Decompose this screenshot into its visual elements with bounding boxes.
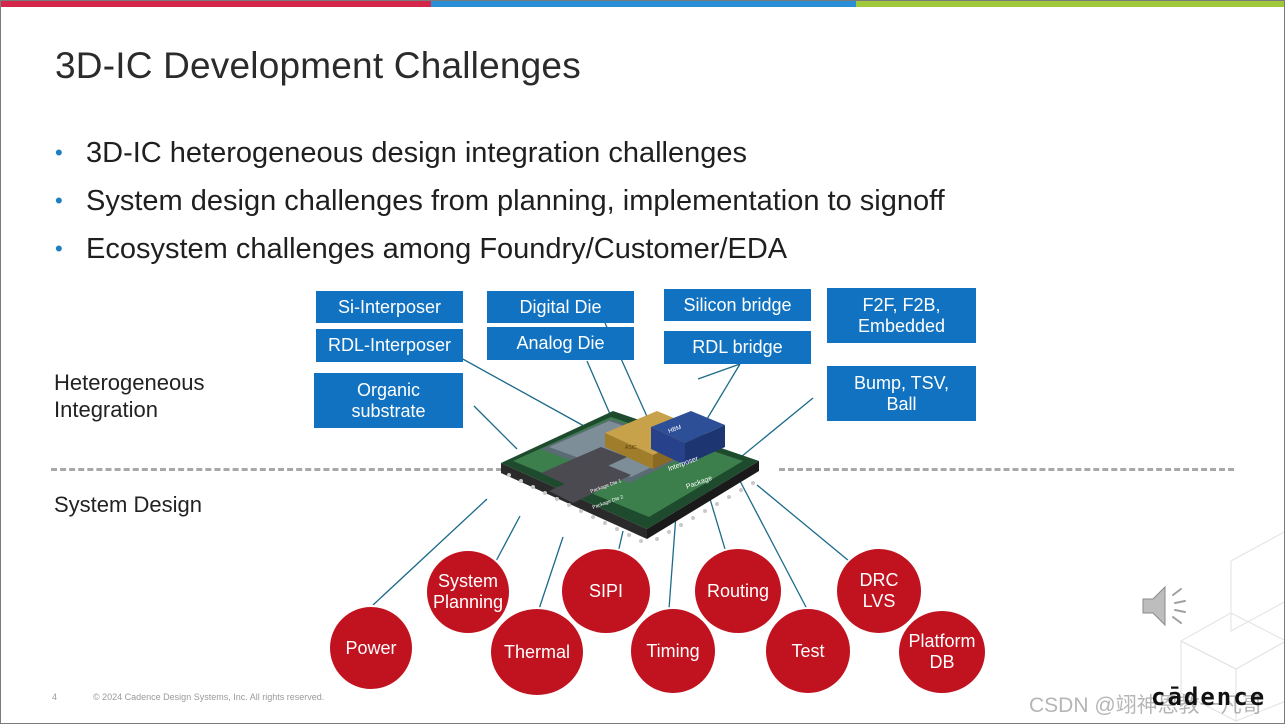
bullet-item: •3D-IC heterogeneous design integration … bbox=[55, 129, 945, 177]
chip-label-asic: ASIC bbox=[625, 445, 637, 451]
speaker-icon[interactable] bbox=[1139, 581, 1195, 631]
box-si-interposer: Si-Interposer bbox=[316, 291, 463, 323]
page-number: 4 bbox=[52, 692, 58, 702]
circle-drc-lvs: DRC LVS bbox=[835, 547, 923, 635]
box-digital-die: Digital Die bbox=[487, 291, 634, 323]
circle-thermal: Thermal bbox=[489, 607, 585, 697]
section-divider-left bbox=[51, 468, 511, 474]
background-cubes bbox=[1179, 531, 1284, 722]
cadence-logo: cādence bbox=[1151, 683, 1267, 711]
circle-sipi: SIPI bbox=[560, 547, 652, 635]
bullet-text: 3D-IC heterogeneous design integration c… bbox=[86, 137, 747, 169]
box-rdl-bridge: RDL bridge bbox=[664, 331, 811, 364]
circle-routing: Routing bbox=[693, 547, 783, 635]
circle-timing: Timing bbox=[629, 607, 717, 695]
box-bump-tsv-ball: Bump, TSV, Ball bbox=[827, 366, 976, 421]
box-silicon-bridge: Silicon bridge bbox=[664, 289, 811, 321]
copyright-text: © 2024 Cadence Design Systems, Inc. All … bbox=[93, 692, 325, 702]
section-divider-right bbox=[779, 468, 1234, 474]
circle-test: Test bbox=[764, 607, 852, 695]
heterogeneous-integration-label: Heterogeneous Integration bbox=[54, 370, 205, 422]
box-analog-die: Analog Die bbox=[487, 327, 634, 360]
bullet-list: •3D-IC heterogeneous design integration … bbox=[55, 129, 945, 273]
slide-title: 3D-IC Development Challenges bbox=[55, 45, 581, 86]
bullet-text: System design challenges from planning, … bbox=[86, 185, 945, 217]
circle-platform-db: Platform DB bbox=[897, 609, 987, 695]
circle-power: Power bbox=[328, 605, 414, 691]
watermark: CSDN @翊神恩教一凡哥 bbox=[1029, 694, 1263, 717]
box-organic-substrate: Organic substrate bbox=[314, 373, 463, 428]
system-design-label: System Design bbox=[54, 492, 202, 517]
chip-label-hbm: HBM bbox=[668, 425, 683, 435]
box-f2f-f2b-embedded: F2F, F2B, Embedded bbox=[827, 288, 976, 343]
top-color-bar bbox=[1, 1, 1284, 7]
box-rdl-interposer: RDL-Interposer bbox=[316, 329, 463, 362]
circle-system-planning: System Planning bbox=[425, 549, 511, 635]
bullet-text: Ecosystem challenges among Foundry/Custo… bbox=[86, 233, 788, 265]
chip-illustration: HBM Interposer Package Package Die 1 Pac… bbox=[501, 411, 759, 543]
bullet-item: •System design challenges from planning,… bbox=[55, 177, 945, 225]
bullet-item: •Ecosystem challenges among Foundry/Cust… bbox=[55, 225, 945, 273]
